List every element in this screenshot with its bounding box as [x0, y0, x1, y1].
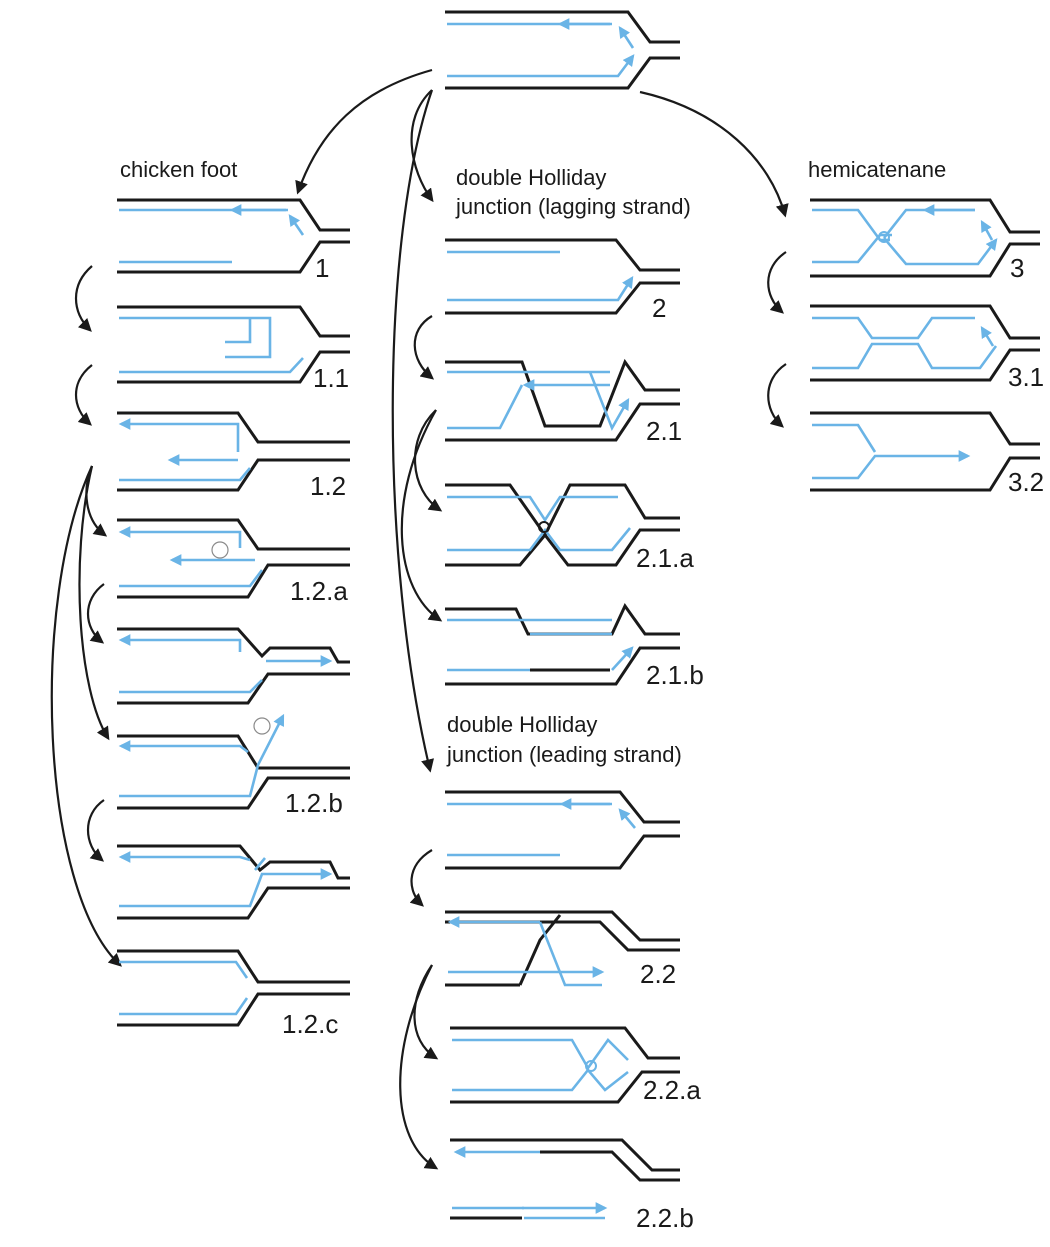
- structure-2-1: 2.1: [445, 358, 682, 446]
- structure-3: 3: [810, 198, 1040, 283]
- heading-dhj-leading-2: junction (leading strand): [446, 742, 682, 767]
- arrow-1-1-to-1-2: [75, 364, 93, 426]
- branch-arrows-1-2: [50, 465, 122, 967]
- structure-2: 2: [445, 238, 680, 323]
- label-1-2: 1.2: [310, 471, 346, 501]
- label-2: 2: [652, 293, 666, 323]
- heading-hemicatenane: hemicatenane: [808, 157, 946, 182]
- heading-chicken-foot: chicken foot: [120, 157, 237, 182]
- label-3-2: 3.2: [1008, 467, 1044, 497]
- branch-arrows-2-2: [399, 964, 439, 1170]
- structure-1-2-b-next: [117, 844, 350, 920]
- structure-1-2-a: 1.2.a: [117, 518, 350, 606]
- arrow-3-to-3-1: [767, 251, 787, 314]
- label-1-2-c: 1.2.c: [282, 1009, 338, 1039]
- label-3: 3: [1010, 253, 1024, 283]
- label-2-2: 2.2: [640, 959, 676, 989]
- structure-2-leading: [445, 790, 680, 870]
- structure-3-2: 3.2: [810, 411, 1044, 497]
- arrow-1-2-a: [87, 583, 105, 644]
- arrow-1-to-1-1: [74, 265, 93, 332]
- structure-1-2-b: 1.2.b: [117, 713, 350, 818]
- branch-arrows-2-1: [400, 409, 443, 622]
- arrow-3-1-to-3-2: [767, 363, 787, 428]
- heading-dhj-leading-1: double Holliday: [447, 712, 597, 737]
- label-3-1: 3.1: [1008, 362, 1044, 392]
- structure-1-2: 1.2: [117, 411, 350, 501]
- arrow-1-2-b: [87, 799, 105, 862]
- structure-2-2: 2.2: [445, 910, 680, 989]
- branch-arrows-top: [295, 68, 789, 773]
- label-2-2-a: 2.2.a: [643, 1075, 701, 1105]
- structure-2-1-a: 2.1.a: [445, 483, 694, 573]
- label-1-2-b: 1.2.b: [285, 788, 343, 818]
- structure-2-2-a: 2.2.a: [450, 1026, 701, 1105]
- label-2-1-b: 2.1.b: [646, 660, 704, 690]
- structure-1-1: 1.1: [117, 305, 350, 393]
- label-2-1: 2.1: [646, 416, 682, 446]
- heading-dhj-lagging-2: junction (lagging strand): [455, 194, 691, 219]
- arrow-2-to-2-1: [413, 315, 435, 380]
- stalled-fork: [445, 10, 680, 90]
- label-1-2-a: 1.2.a: [290, 576, 348, 606]
- structure-1-2-a-next: [117, 627, 350, 705]
- structure-3-1: 3.1: [810, 304, 1044, 392]
- structure-1: 1: [117, 198, 350, 283]
- heading-dhj-lagging-1: double Holliday: [456, 165, 606, 190]
- structure-2-1-b: 2.1.b: [445, 603, 704, 690]
- label-1: 1: [315, 253, 329, 283]
- label-1-1: 1.1: [313, 363, 349, 393]
- label-2-2-b: 2.2.b: [636, 1203, 694, 1233]
- structure-1-2-c: 1.2.c: [117, 949, 350, 1039]
- label-2-1-a: 2.1.a: [636, 543, 694, 573]
- structure-2-2-b: 2.2.b: [450, 1138, 694, 1233]
- arrow-to-2-2: [409, 849, 433, 907]
